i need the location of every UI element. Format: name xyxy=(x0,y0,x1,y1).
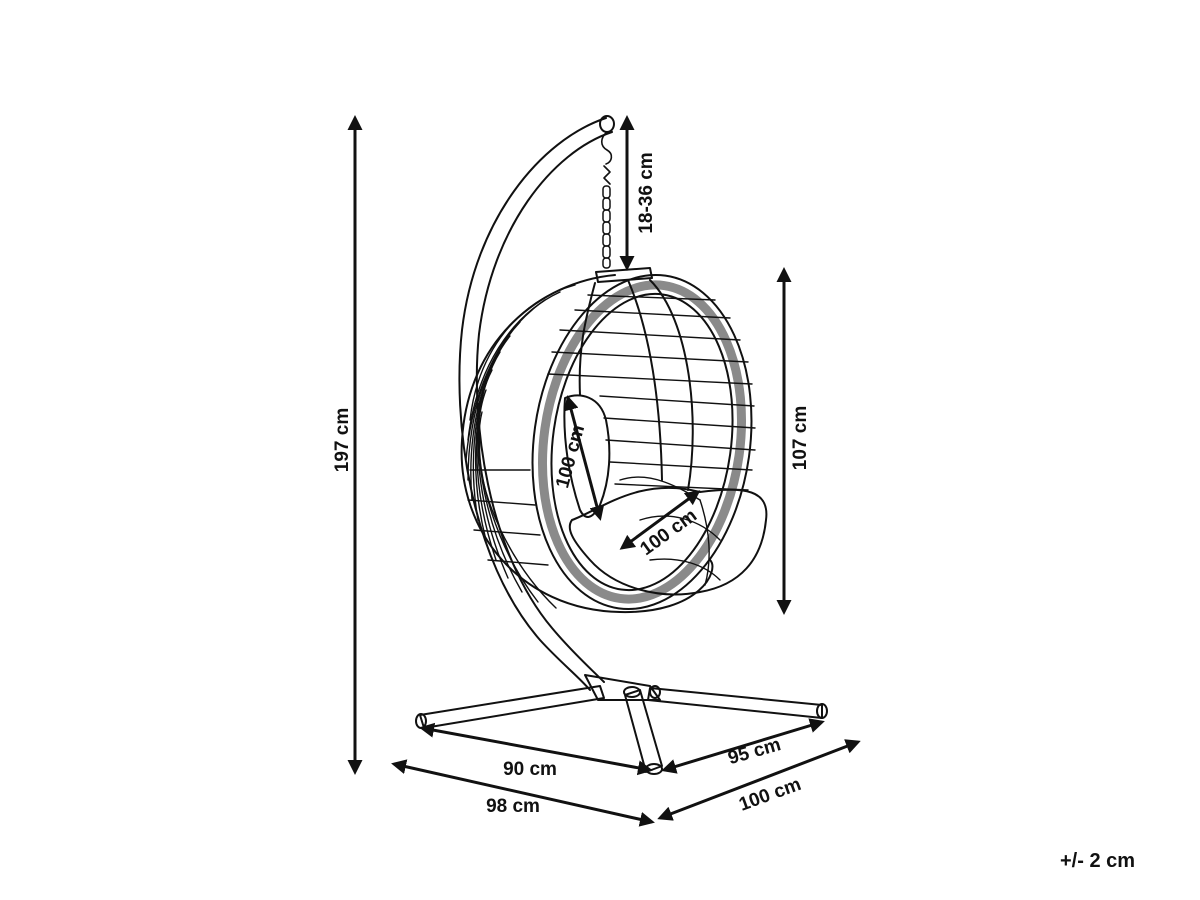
arrow-base-outer-right xyxy=(657,739,861,821)
dimension-arrows xyxy=(347,115,861,827)
label-base-front-left: 90 cm xyxy=(503,759,557,780)
dimension-labels: 197 cm 18-36 cm 107 cm 100 cm 100 cm 90 … xyxy=(332,152,811,817)
label-base-outer-left: 98 cm xyxy=(486,796,540,817)
label-total-height: 197 cm xyxy=(332,408,353,472)
label-base-outer-right: 100 cm xyxy=(736,774,804,816)
label-base-front-right: 95 cm xyxy=(726,734,784,769)
arrow-seat-depth xyxy=(619,490,701,550)
basket xyxy=(460,267,756,614)
arrow-base-outer-left xyxy=(391,759,655,827)
chain xyxy=(600,131,613,269)
label-basket-height: 107 cm xyxy=(790,406,811,470)
arrow-seat-height xyxy=(563,395,605,521)
label-chain-length: 18-36 cm xyxy=(636,152,657,233)
tolerance-note: +/- 2 cm xyxy=(1060,850,1136,872)
